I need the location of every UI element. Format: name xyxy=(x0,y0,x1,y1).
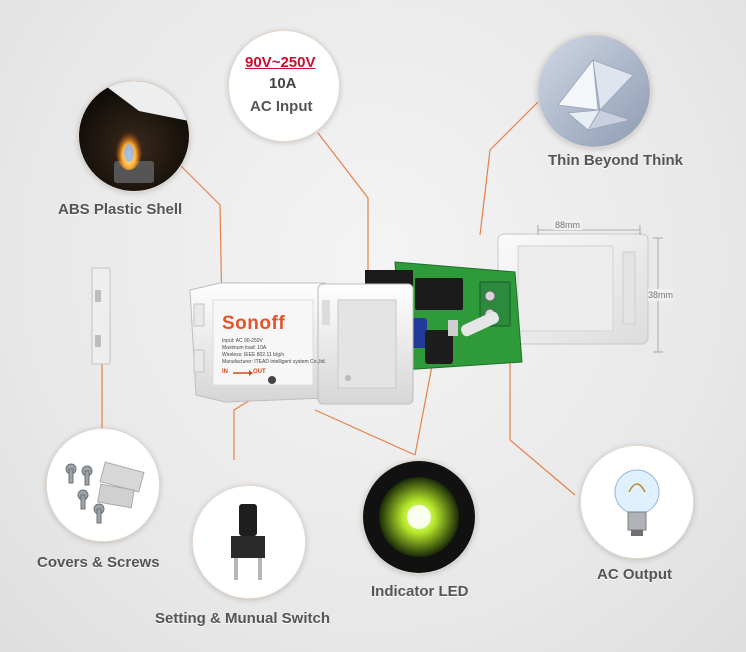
out-label: OUT xyxy=(253,369,266,375)
covers-screws-label: Covers & Screws xyxy=(37,554,160,571)
ac-output-photo xyxy=(580,445,694,559)
brand-logo: Sonoff xyxy=(222,313,286,334)
tactile-switch-icon xyxy=(193,486,305,598)
spec-line-3: Wireless: IEEE 802.11 b/g/n xyxy=(222,352,285,358)
spec-text: Input: AC 90-250V Maximum load: 10A Wire… xyxy=(222,338,326,366)
switch-label: Setting & Munual Switch xyxy=(155,610,330,627)
spec-line-2: Maximum load: 10A xyxy=(222,345,267,351)
ac-input-bubble xyxy=(228,30,340,142)
thin-label: Thin Beyond Think xyxy=(548,152,683,169)
abs-shell-label: ABS Plastic Shell xyxy=(58,201,183,218)
light-bulb-icon xyxy=(581,446,693,558)
flame-image-icon xyxy=(79,81,189,191)
in-label: IN xyxy=(222,369,228,375)
screws-icon xyxy=(47,429,159,541)
ac-current: 10A xyxy=(269,75,297,92)
spec-line-1: Input: AC 90-250V xyxy=(222,338,263,344)
height-dimension: 38mm xyxy=(648,289,674,301)
ac-voltage: 90V~250V xyxy=(245,54,316,71)
led-label: Indicator LED xyxy=(371,583,469,600)
ac-output-label: AC Output xyxy=(597,566,672,583)
led-glow-icon xyxy=(363,461,475,573)
covers-screws-photo xyxy=(46,428,160,542)
width-dimension: 88mm xyxy=(553,220,583,230)
thin-photo xyxy=(537,34,651,148)
switch-photo xyxy=(192,485,306,599)
paper-crane-icon xyxy=(538,35,650,147)
abs-shell-photo xyxy=(78,80,190,192)
led-photo xyxy=(362,460,476,574)
spec-line-4: Manufacturer: ITEAD intelligent system C… xyxy=(222,359,326,365)
ac-input-label: AC Input xyxy=(250,98,313,115)
